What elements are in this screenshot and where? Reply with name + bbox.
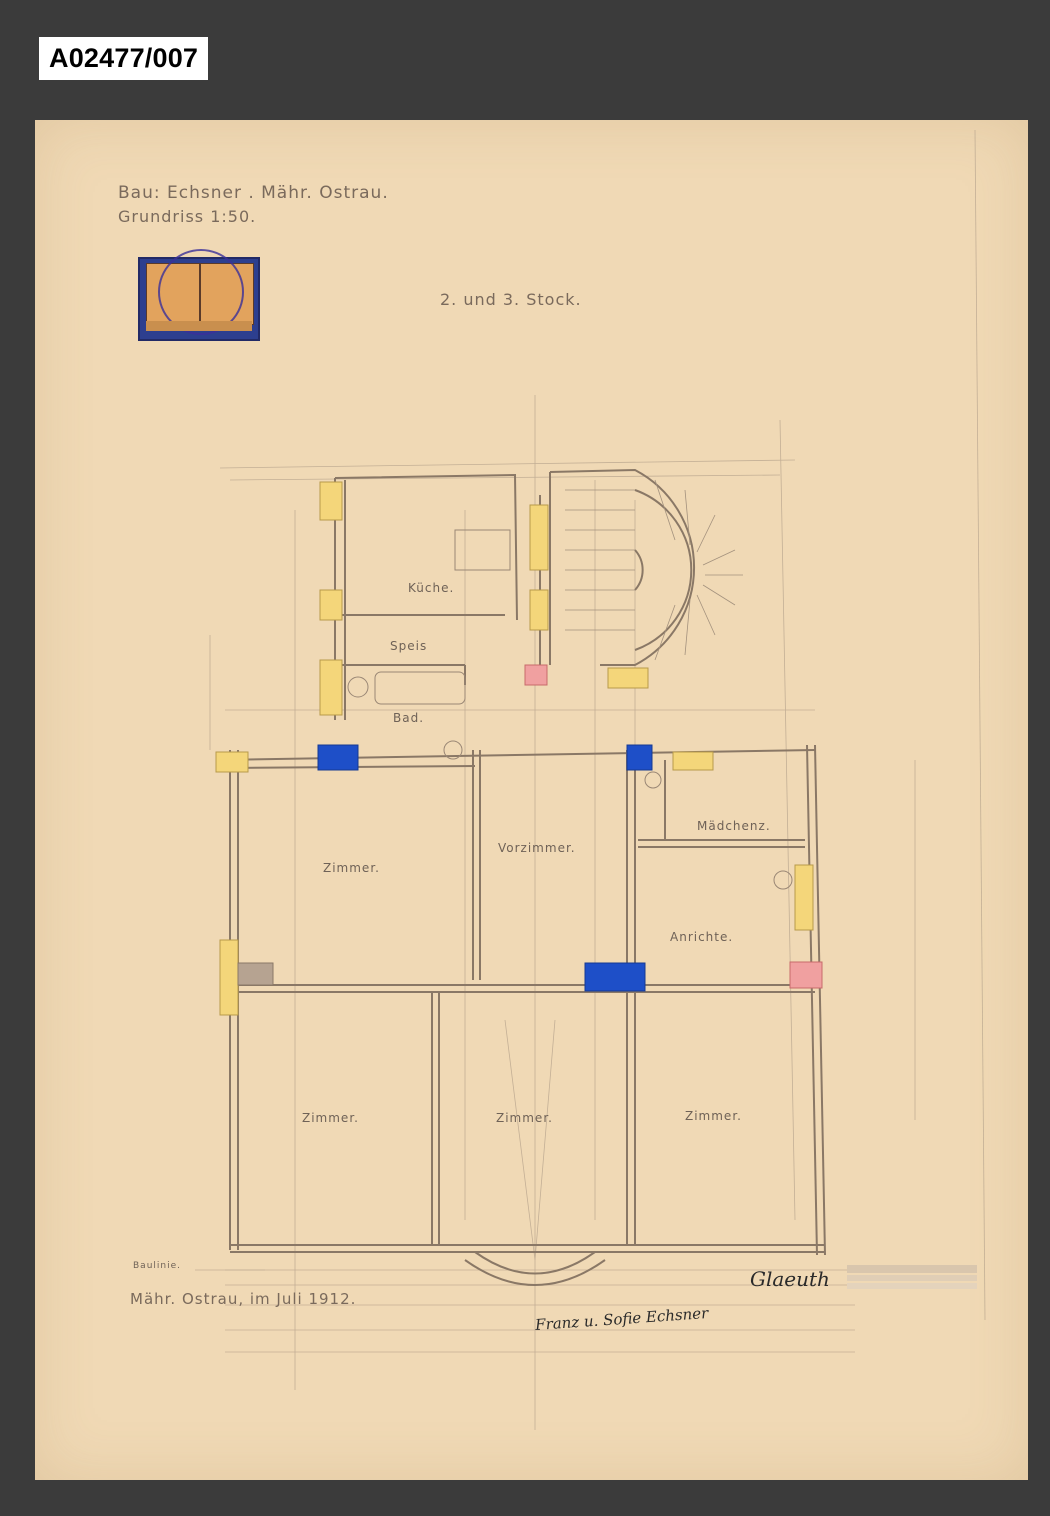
plan-scale: Grundriss 1:50. (118, 207, 257, 226)
date-line: Mähr. Ostrau, im Juli 1912. (130, 1290, 357, 1308)
plan-title: Bau: Echsner . Mähr. Ostrau. (118, 183, 389, 203)
blueprint-sheet: Bau: Echsner . Mähr. Ostrau. Grundriss 1… (35, 120, 1028, 1480)
room-zimmer-2: Zimmer. (496, 1111, 553, 1125)
room-zimmer-3: Zimmer. (685, 1109, 742, 1123)
room-speis: Speis (390, 639, 427, 653)
builder-signature: Glaeuth (750, 1267, 830, 1291)
floor-plan: Küche. Speis Bad. Zimmer. Vorzimmer. Mäd… (133, 129, 986, 1430)
room-zimmer-1: Zimmer. (302, 1111, 359, 1125)
firm-stamp (847, 1265, 977, 1289)
room-zimmer-left: Zimmer. (323, 861, 380, 875)
room-maedchen: Mädchenz. (697, 819, 771, 833)
room-vorzimmer: Vorzimmer. (498, 841, 576, 855)
room-kueche: Küche. (408, 581, 454, 595)
archive-id-label: A02477/007 (39, 37, 209, 80)
revenue-stamp (138, 249, 260, 341)
baulinie-label: Baulinie. (133, 1261, 181, 1271)
room-bad: Bad. (393, 711, 424, 725)
room-anrichte: Anrichte. (670, 930, 733, 944)
floor-label: 2. und 3. Stock. (440, 290, 582, 309)
